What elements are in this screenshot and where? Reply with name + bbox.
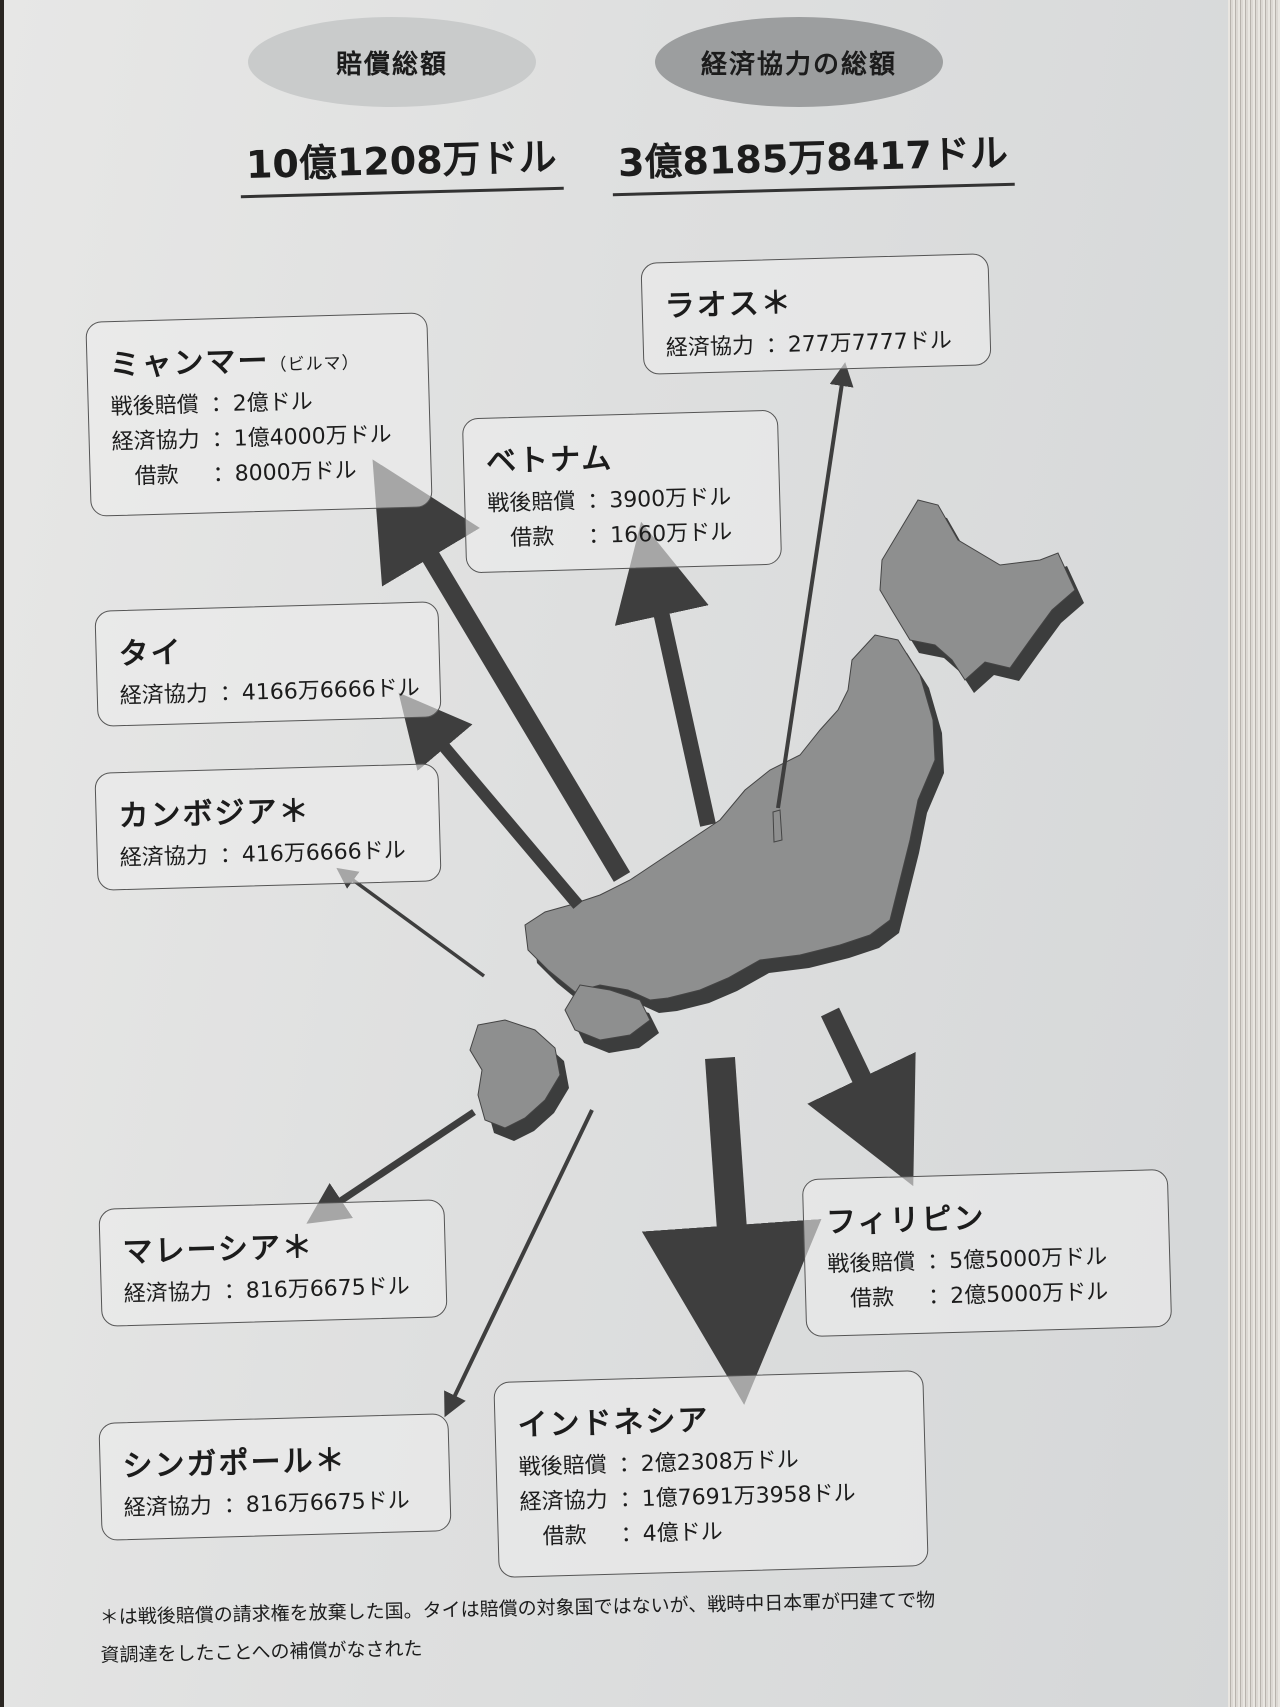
country-box-philippines: フィリピン 戦後賠償：5億5000万ドル 借款：2億5000万ドル bbox=[801, 1168, 1173, 1338]
country-name: ラオス＊ bbox=[664, 285, 794, 325]
arrow-indonesia bbox=[641, 1056, 822, 1405]
country-box-vietnam: ベトナム 戦後賠償：3900万ドル 借款：1660万ドル bbox=[461, 409, 783, 574]
country-name: フィリピン bbox=[825, 1201, 986, 1241]
line-economic: 経済協力：4166万6666ドル bbox=[119, 675, 421, 710]
country-box-thailand: タイ 経済協力：4166万6666ドル bbox=[94, 601, 442, 727]
country-box-indonesia: インドネシア 戦後賠償：2億2308万ドル 経済協力：1億7691万3958ドル… bbox=[493, 1370, 929, 1578]
economic-total-label: 経済協力の総額 bbox=[655, 17, 943, 107]
country-note: （ビルマ） bbox=[269, 353, 360, 376]
country-name: シンガポール＊ bbox=[122, 1443, 348, 1485]
line-economic: 経済協力：816万6675ドル bbox=[123, 1274, 411, 1308]
line-economic: 経済協力：816万6675ドル bbox=[123, 1488, 411, 1522]
arrows bbox=[306, 362, 916, 1418]
country-box-singapore: シンガポール＊ 経済協力：816万6675ドル bbox=[98, 1413, 452, 1541]
line-loan: 借款：1660万ドル bbox=[509, 519, 733, 552]
country-name: ベトナム bbox=[485, 441, 614, 480]
country-name: インドネシア bbox=[517, 1403, 710, 1444]
line-economic: 経済協力：416万6666ドル bbox=[119, 838, 407, 872]
arrow-laos bbox=[776, 362, 854, 809]
country-box-malaysia: マレーシア＊ 経済協力：816万6675ドル bbox=[98, 1199, 448, 1327]
arrow-vietnam bbox=[614, 521, 716, 827]
country-name: カンボジア＊ bbox=[118, 793, 312, 835]
arrow-malaysia bbox=[306, 1109, 476, 1224]
country-name: マレーシア＊ bbox=[122, 1229, 315, 1271]
arrow-cambodia bbox=[336, 867, 486, 978]
country-name: ミャンマー bbox=[109, 343, 271, 384]
arrow-philippines bbox=[807, 1007, 916, 1187]
country-box-cambodia: カンボジア＊ 経済協力：416万6666ドル bbox=[94, 763, 442, 891]
country-name: タイ bbox=[118, 635, 184, 673]
country-box-laos: ラオス＊ 経済協力：277万7777ドル bbox=[640, 253, 992, 375]
line-economic: 経済協力：277万7777ドル bbox=[665, 328, 953, 362]
arrow-thailand bbox=[398, 692, 583, 909]
page-stack-edge bbox=[1228, 0, 1280, 1707]
japan-map bbox=[469, 499, 1084, 1141]
line-loan: 借款：8000万ドル bbox=[134, 458, 357, 490]
country-box-myanmar: ミャンマー（ビルマ） 戦後賠償：2億ドル 経済協力：1億4000万ドル 借款：8… bbox=[85, 312, 433, 517]
arrow-myanmar bbox=[372, 459, 631, 882]
reparations-total-label: 賠償総額 bbox=[248, 17, 536, 107]
arrow-singapore bbox=[444, 1109, 594, 1418]
